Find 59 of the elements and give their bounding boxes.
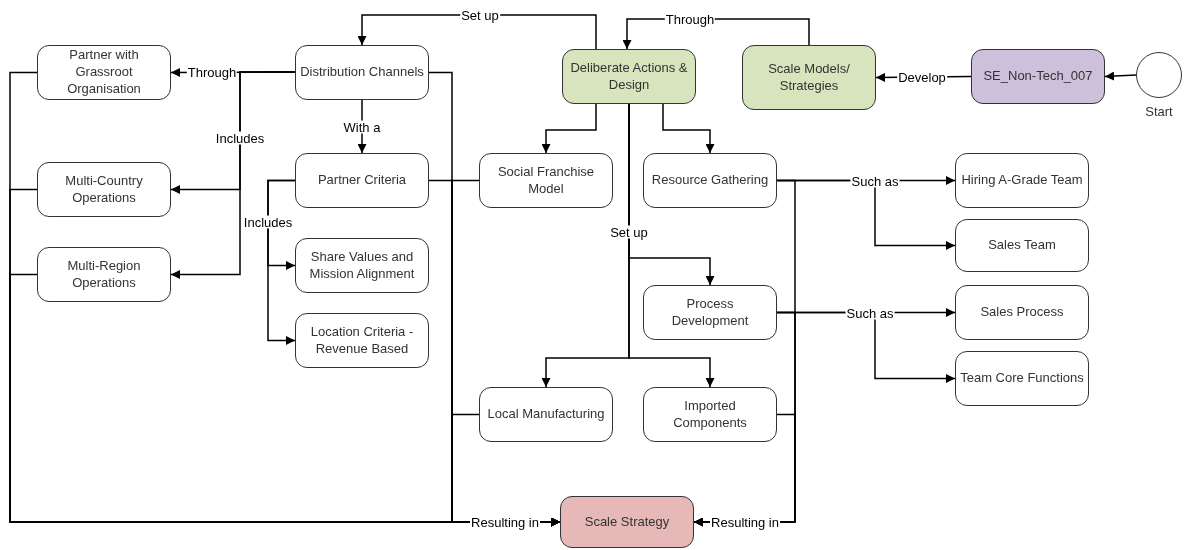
node-label: Location Criteria - Revenue Based xyxy=(309,323,415,358)
edge-label: Through xyxy=(186,65,238,79)
node-label: Scale Strategy xyxy=(584,513,670,531)
node-label: Resource Gathering xyxy=(651,172,769,189)
process-box xyxy=(560,496,694,548)
process-box xyxy=(37,45,171,100)
edge-label: With a xyxy=(342,120,382,134)
node-label: Team Core Functions xyxy=(960,370,1084,387)
edge-label: Develop xyxy=(897,70,947,84)
node-label: Social Franchise Model xyxy=(496,163,596,198)
edge-label: Resulting in xyxy=(470,515,540,529)
node-label: Multi-Country Operations xyxy=(64,172,144,207)
process-box xyxy=(295,313,429,368)
process-box xyxy=(955,153,1089,208)
arrow xyxy=(170,71,296,279)
arrow xyxy=(267,179,296,345)
edge-label: Such as xyxy=(850,174,900,188)
node-label: SE_Non-Tech_007 xyxy=(983,68,1093,85)
node-label: Imported Components xyxy=(672,397,748,432)
process-box xyxy=(37,247,171,302)
arrow xyxy=(1104,71,1137,81)
node-label: Process Development xyxy=(670,295,750,330)
arrow xyxy=(541,103,597,154)
node-label: Partner Criteria xyxy=(317,172,407,189)
node-label: Multi-Region Operations xyxy=(66,257,142,292)
process-box xyxy=(479,387,613,442)
arrow xyxy=(628,103,715,388)
node-label: Deliberate Actions & Design xyxy=(569,59,689,94)
process-box xyxy=(643,387,777,442)
node-label: Local Manufacturing xyxy=(487,406,605,423)
node-label: Sales Team xyxy=(988,237,1056,254)
process-box xyxy=(562,49,696,104)
process-box xyxy=(37,162,171,217)
edge-label: Includes xyxy=(214,131,266,145)
node-label: Sales Process xyxy=(980,304,1064,321)
node-caption: Start xyxy=(1145,103,1173,121)
arrow xyxy=(662,103,715,154)
process-box xyxy=(742,45,876,110)
edge-label: Set up xyxy=(609,225,649,239)
node-label: Share Values and Mission Alignment xyxy=(308,248,416,283)
edge-label: Such as xyxy=(845,306,895,320)
process-box xyxy=(971,49,1105,104)
process-box xyxy=(479,153,613,208)
edge-label: Resulting in xyxy=(710,515,780,529)
node-label: Hiring A-Grade Team xyxy=(961,172,1083,189)
edge-label: Through xyxy=(664,12,716,26)
process-box xyxy=(295,153,429,208)
edge-label: Set up xyxy=(460,8,500,22)
process-box xyxy=(295,45,429,100)
process-box xyxy=(955,351,1089,406)
node-label: Distribution Channels xyxy=(300,64,424,81)
process-box xyxy=(295,238,429,293)
process-box xyxy=(643,153,777,208)
node-label: Scale Models/ Strategies xyxy=(767,60,851,95)
node-label: Partner with Grassroot Organisation xyxy=(66,47,142,98)
process-box xyxy=(955,219,1089,272)
process-box xyxy=(643,285,777,340)
edge-label: Includes xyxy=(242,215,294,229)
process-box xyxy=(955,285,1089,340)
